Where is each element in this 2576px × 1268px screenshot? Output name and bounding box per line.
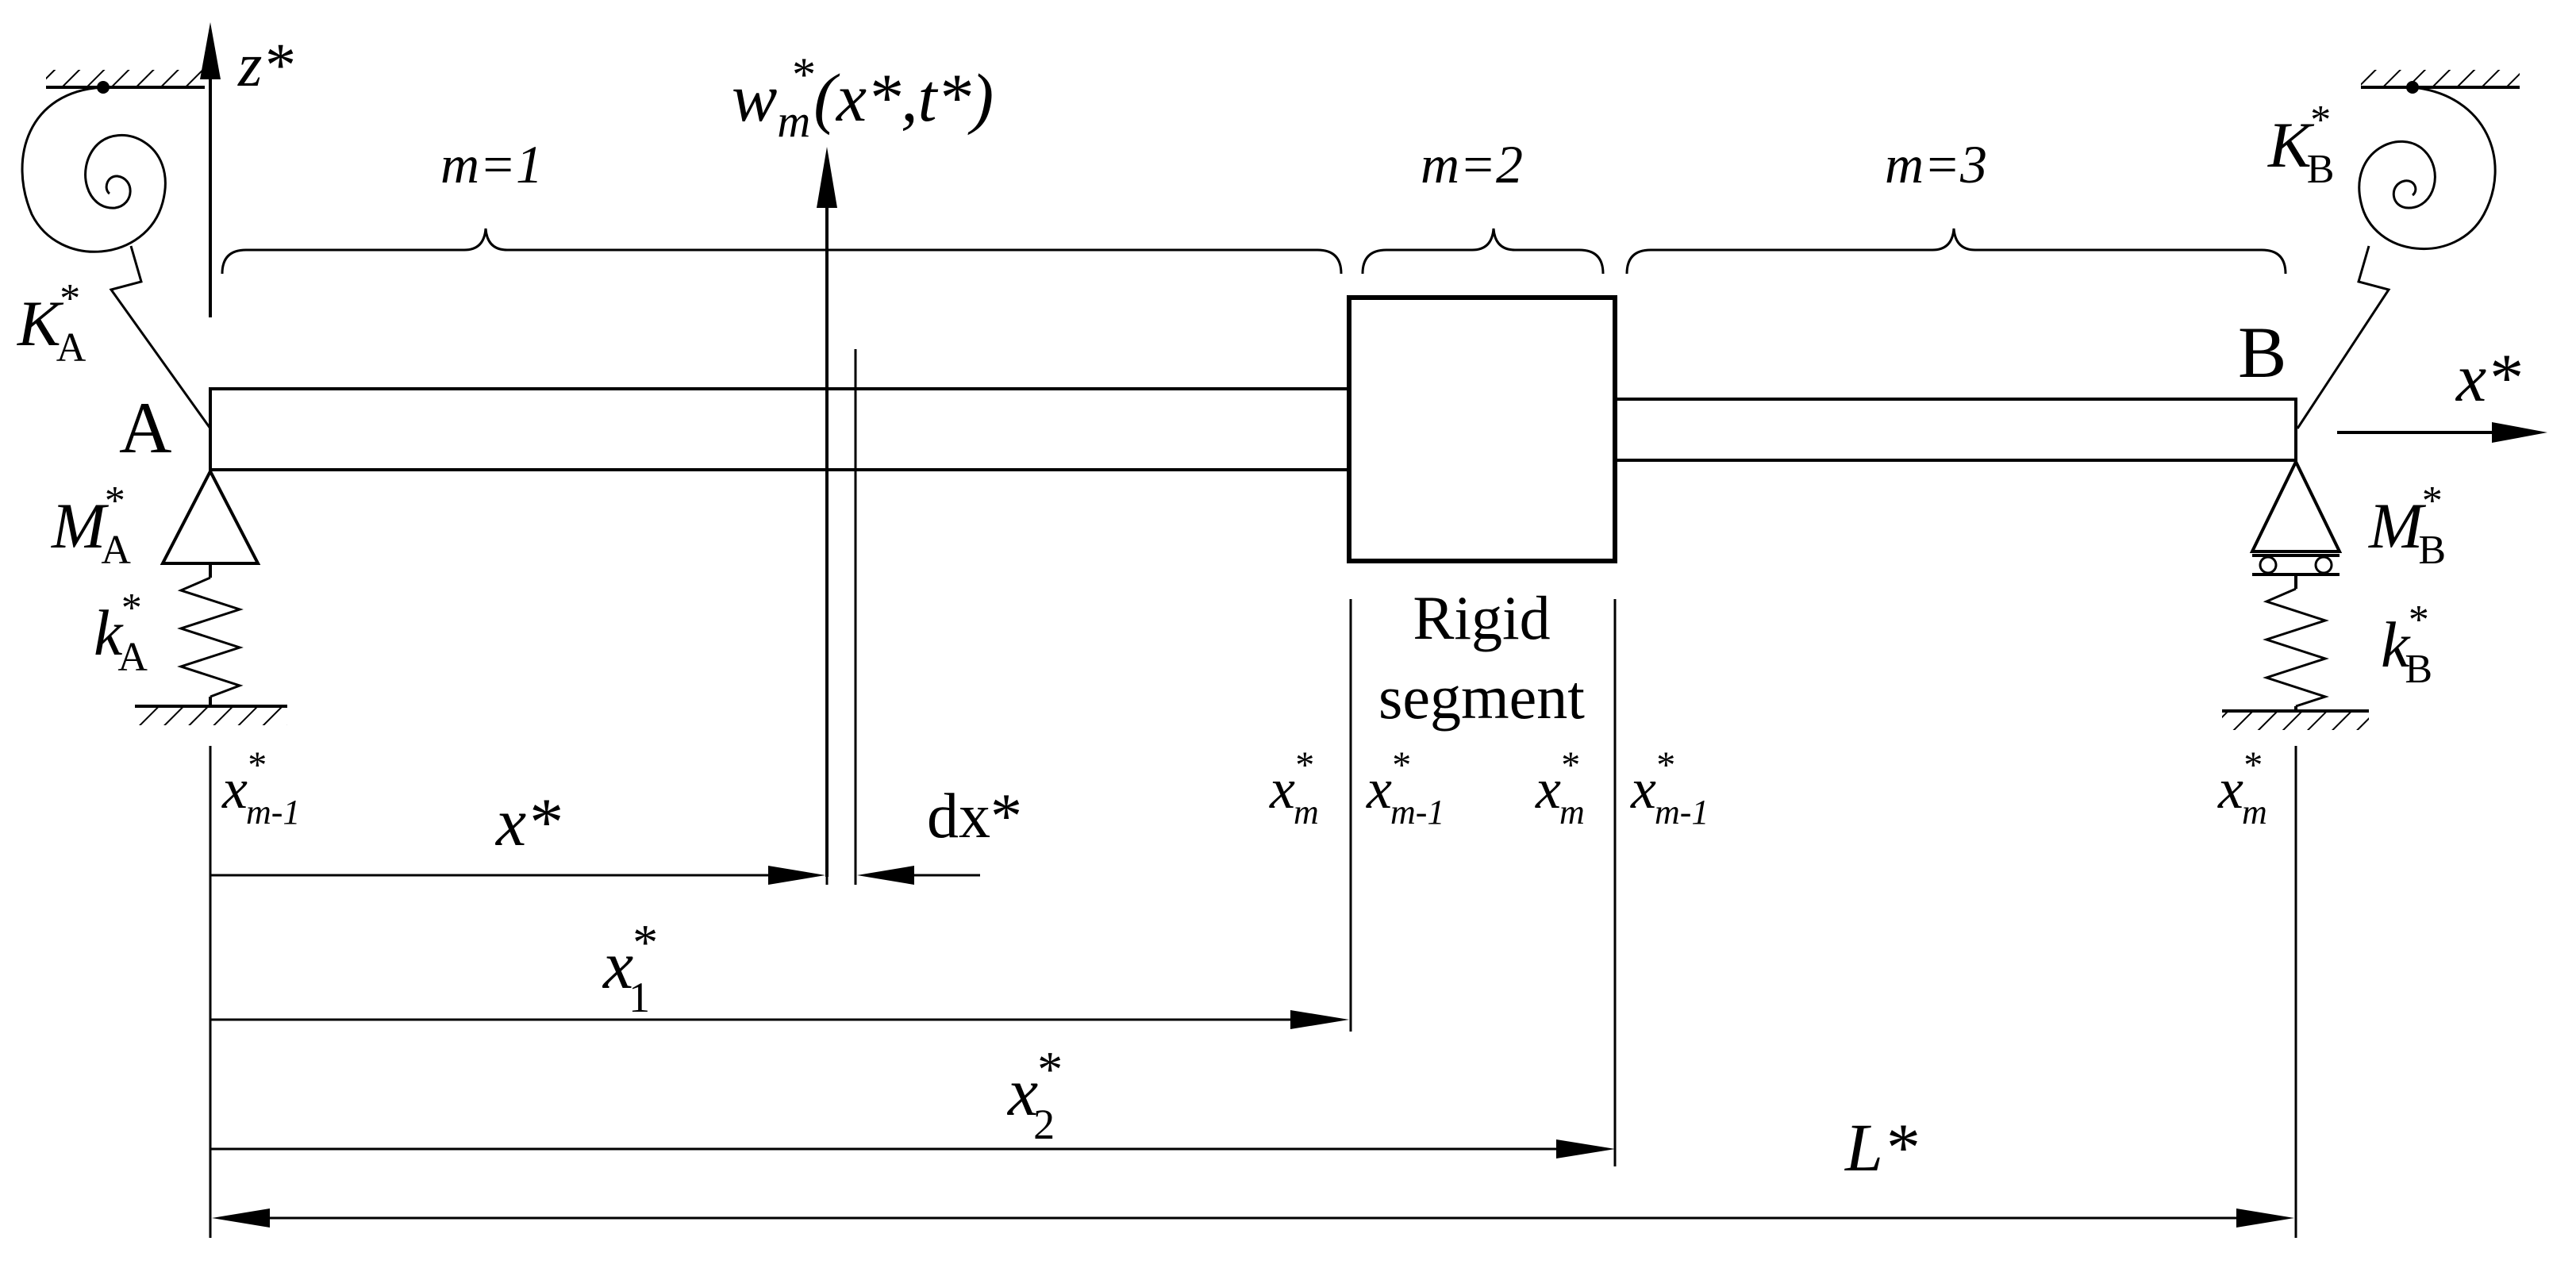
segment-3-label: m=3: [1885, 134, 1987, 194]
dim-x2-label: x*2: [1006, 1041, 1060, 1148]
segment-1-label: m=1: [440, 134, 543, 194]
translational-spring-a: [135, 565, 287, 725]
deflection-label: wm*(x*,t*): [732, 48, 994, 147]
rigid-segment-block: [1347, 295, 1617, 563]
rotational-spring-a: [21, 70, 212, 429]
brace-segment-3: [1625, 228, 2287, 275]
extension-lines: [209, 599, 2297, 1238]
dim-L-label: L*: [1844, 1109, 1917, 1185]
dim-x-arrow: [210, 866, 825, 885]
coord-start-segment-3: x*m-1: [1630, 744, 1709, 832]
element-dx: [825, 349, 857, 885]
mass-a-label: M*A: [51, 478, 131, 573]
coord-start-segment-1: x*m-1: [221, 744, 300, 832]
dim-x2-arrow: [210, 1139, 1615, 1158]
point-a-label: A: [119, 387, 171, 468]
pin-support-a: [160, 467, 261, 565]
rigid-segment-label-line2: segment: [1378, 663, 1585, 732]
translational-spring-b: [2222, 576, 2369, 730]
beam-segment-1: [209, 387, 1351, 471]
segment-2-label: m=2: [1421, 134, 1523, 194]
rotational-spring-b: [2296, 70, 2520, 429]
dim-L-arrow: [212, 1208, 2294, 1228]
brace-segment-1: [221, 228, 1343, 275]
rot-spring-b-label: K*B: [2267, 98, 2334, 192]
x-axis: [2337, 422, 2547, 443]
dim-x1-label: x*1: [602, 914, 656, 1021]
trans-spring-b-label: k*B: [2381, 597, 2432, 692]
trans-spring-a-label: k*A: [94, 586, 148, 680]
mass-b-label: M*B: [2368, 478, 2446, 573]
coord-end-segment-1: x*m: [1269, 744, 1319, 832]
coord-end-segment-2: x*m: [1535, 744, 1585, 832]
coord-end-segment-3: x*m: [2217, 744, 2267, 832]
dim-dx-arrow: [857, 866, 980, 885]
rot-spring-a-label: K*A: [17, 276, 87, 371]
z-axis-label: z*: [237, 30, 293, 99]
z-axis: [200, 22, 221, 317]
beam-segment-3: [1613, 398, 2297, 462]
point-b-label: B: [2238, 312, 2286, 393]
dim-x-label: x*: [494, 784, 560, 860]
coord-start-segment-2: x*m-1: [1366, 744, 1444, 832]
dim-x1-arrow: [210, 1010, 1349, 1029]
roller-support-b: [2249, 458, 2343, 576]
rigid-segment-label-line1: Rigid: [1413, 583, 1550, 652]
x-axis-label: x*: [2455, 340, 2520, 416]
dim-dx-label: dx*: [927, 782, 1022, 851]
brace-segment-2: [1361, 228, 1605, 275]
